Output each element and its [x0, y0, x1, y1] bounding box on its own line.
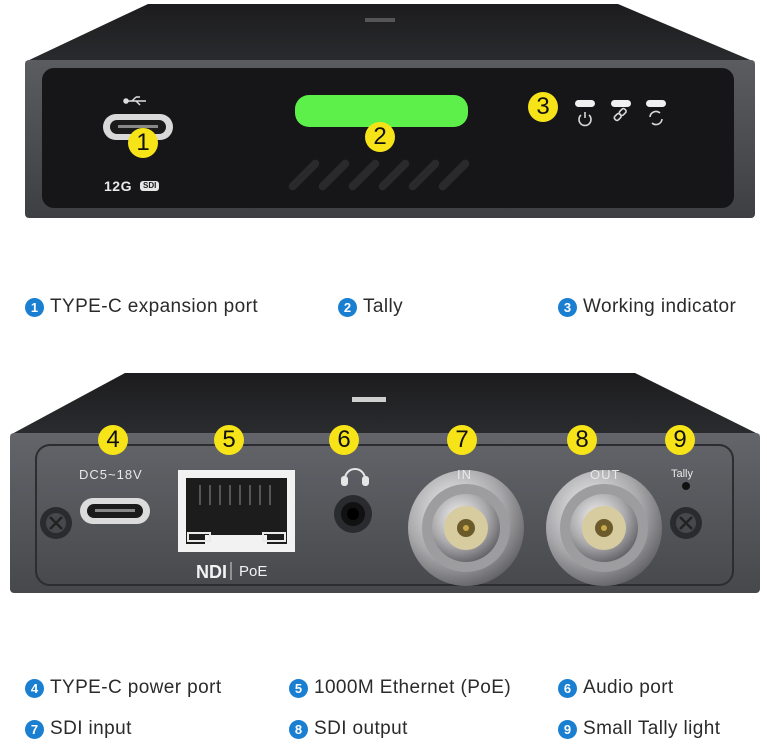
poe-label: PoE — [239, 563, 268, 580]
legend-badge: 8 — [289, 719, 308, 739]
legend-item-8: 8 SDI output — [289, 716, 408, 742]
device-rear-illustration — [10, 373, 760, 593]
ndi-label: NDI — [196, 562, 227, 582]
out-label: OUT — [590, 467, 621, 482]
legend-label: Tally — [363, 296, 404, 317]
callout-7: 7 — [447, 425, 477, 455]
callout-9: 9 — [665, 425, 695, 455]
legend-label: Audio port — [583, 677, 674, 698]
screw-right — [670, 507, 702, 539]
legend-item-7: 7 SDI input — [25, 716, 132, 742]
device-rear-view: DC5~18V NDI PoE IN OUT Tally 4 5 6 7 8 9 — [0, 365, 767, 605]
small-tally-light — [682, 482, 690, 490]
legend-badge: 9 — [558, 719, 577, 739]
headphone-icon — [341, 468, 369, 486]
legend-badge: 5 — [289, 678, 308, 698]
legend-badge: 6 — [558, 678, 577, 698]
legend-badge: 4 — [25, 678, 44, 698]
brand-12g-label: 12G — [104, 178, 132, 194]
tally-bar — [295, 95, 468, 127]
legend-label: 1000M Ethernet (PoE) — [314, 677, 512, 698]
legend-badge: 2 — [338, 297, 357, 317]
legend-item-2: 2 Tally — [338, 294, 403, 320]
legend-badge: 7 — [25, 719, 44, 739]
brand-sdi-badge: SDI — [140, 181, 160, 191]
refresh-icon — [649, 110, 663, 126]
bnc-out-connector — [546, 470, 662, 586]
legend-item-5: 5 1000M Ethernet (PoE) — [289, 675, 511, 701]
callout-5: 5 — [214, 425, 244, 455]
link-icon — [613, 107, 627, 122]
device-front-view: 12G SDI 1 2 3 — [0, 0, 767, 230]
legend-label: Working indicator — [583, 296, 737, 317]
legend-label: TYPE-C expansion port — [50, 296, 258, 317]
legend-item-6: 6 Audio port — [558, 675, 674, 701]
legend-item-4: 4 TYPE-C power port — [25, 675, 222, 701]
vent-slots — [288, 159, 470, 191]
in-label: IN — [457, 467, 472, 482]
callout-4: 4 — [98, 425, 128, 455]
legend-badge: 3 — [558, 297, 577, 317]
legend-badge: 1 — [25, 297, 44, 317]
bnc-in-connector — [408, 470, 524, 586]
tally-label: Tally — [671, 468, 694, 480]
device-front-illustration — [25, 4, 755, 218]
callout-6: 6 — [329, 425, 359, 455]
legend-label: SDI output — [314, 718, 408, 739]
legend-label: SDI input — [50, 718, 132, 739]
callout-2: 2 — [365, 122, 395, 152]
power-icon — [578, 112, 592, 127]
power-port-label: DC5~18V — [79, 467, 143, 482]
legend-item-9: 9 Small Tally light — [558, 716, 720, 742]
legend-label: Small Tally light — [583, 718, 721, 739]
callout-3: 3 — [528, 92, 558, 122]
legend-item-3: 3 Working indicator — [558, 294, 736, 320]
legend-label: TYPE-C power port — [50, 677, 222, 698]
usb-symbol-icon — [123, 96, 146, 106]
callout-1: 1 — [128, 128, 158, 158]
legend-item-1: 1 TYPE-C expansion port — [25, 294, 258, 320]
callout-8: 8 — [567, 425, 597, 455]
screw-left — [40, 507, 72, 539]
